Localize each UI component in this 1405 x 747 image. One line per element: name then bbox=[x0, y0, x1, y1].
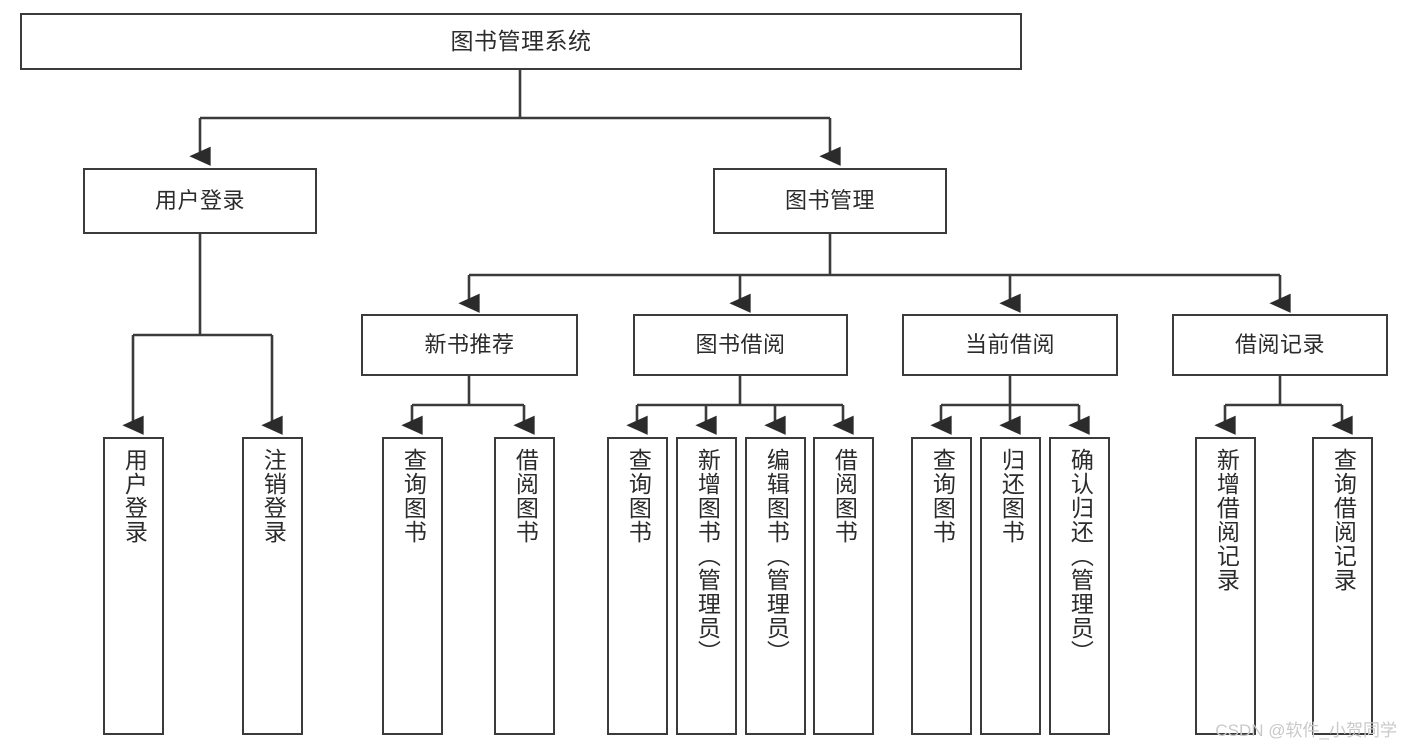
node-leaf-edit-book-admin[interactable]: 编辑图书（管理员） bbox=[745, 437, 806, 735]
node-label: 新增图书（管理员） bbox=[694, 448, 721, 664]
node-leaf-user-logout[interactable]: 注销登录 bbox=[242, 437, 303, 735]
node-label: 图书管理系统 bbox=[450, 27, 592, 54]
node-new-book-recommend[interactable]: 新书推荐 bbox=[361, 314, 578, 376]
node-leaf-borrow-book-recommend[interactable]: 借阅图书 bbox=[494, 437, 555, 735]
node-label: 查询图书 bbox=[929, 448, 956, 544]
node-label: 新增借阅记录 bbox=[1213, 448, 1240, 592]
node-label: 用户登录 bbox=[154, 188, 245, 214]
node-label: 查询图书 bbox=[625, 448, 652, 544]
node-label: 图书借阅 bbox=[695, 332, 786, 358]
node-leaf-query-borrow-record[interactable]: 查询借阅记录 bbox=[1312, 437, 1373, 735]
node-leaf-return-book[interactable]: 归还图书 bbox=[980, 437, 1041, 735]
node-leaf-query-book-current[interactable]: 查询图书 bbox=[911, 437, 972, 735]
node-leaf-query-book-recommend[interactable]: 查询图书 bbox=[382, 437, 443, 735]
node-leaf-add-book-admin[interactable]: 新增图书（管理员） bbox=[676, 437, 737, 735]
node-leaf-add-borrow-record[interactable]: 新增借阅记录 bbox=[1195, 437, 1256, 735]
node-book-borrow[interactable]: 图书借阅 bbox=[633, 314, 848, 376]
node-leaf-lend-book[interactable]: 借阅图书 bbox=[813, 437, 874, 735]
node-leaf-user-login[interactable]: 用户登录 bbox=[103, 437, 164, 735]
node-current-borrow[interactable]: 当前借阅 bbox=[902, 314, 1118, 376]
node-label: 图书管理 bbox=[784, 188, 875, 214]
node-label: 借阅图书 bbox=[512, 448, 539, 544]
node-label: 注销登录 bbox=[260, 448, 287, 544]
node-label: 当前借阅 bbox=[964, 332, 1055, 358]
node-borrow-record[interactable]: 借阅记录 bbox=[1172, 314, 1388, 376]
node-book-management-system[interactable]: 图书管理系统 bbox=[20, 13, 1022, 70]
node-label: 用户登录 bbox=[121, 448, 148, 544]
node-leaf-query-book-borrow[interactable]: 查询图书 bbox=[607, 437, 668, 735]
node-user-login[interactable]: 用户登录 bbox=[83, 168, 317, 234]
node-leaf-confirm-return-admin[interactable]: 确认归还（管理员） bbox=[1049, 437, 1110, 735]
node-label: 查询借阅记录 bbox=[1330, 448, 1357, 592]
node-label: 新书推荐 bbox=[424, 332, 515, 358]
node-label: 借阅图书 bbox=[831, 448, 858, 544]
node-label: 编辑图书（管理员） bbox=[763, 448, 790, 664]
node-label: 确认归还（管理员） bbox=[1067, 448, 1094, 664]
node-label: 归还图书 bbox=[998, 448, 1025, 544]
node-book-management[interactable]: 图书管理 bbox=[713, 168, 947, 234]
node-label: 借阅记录 bbox=[1234, 332, 1325, 358]
node-label: 查询图书 bbox=[400, 448, 427, 544]
